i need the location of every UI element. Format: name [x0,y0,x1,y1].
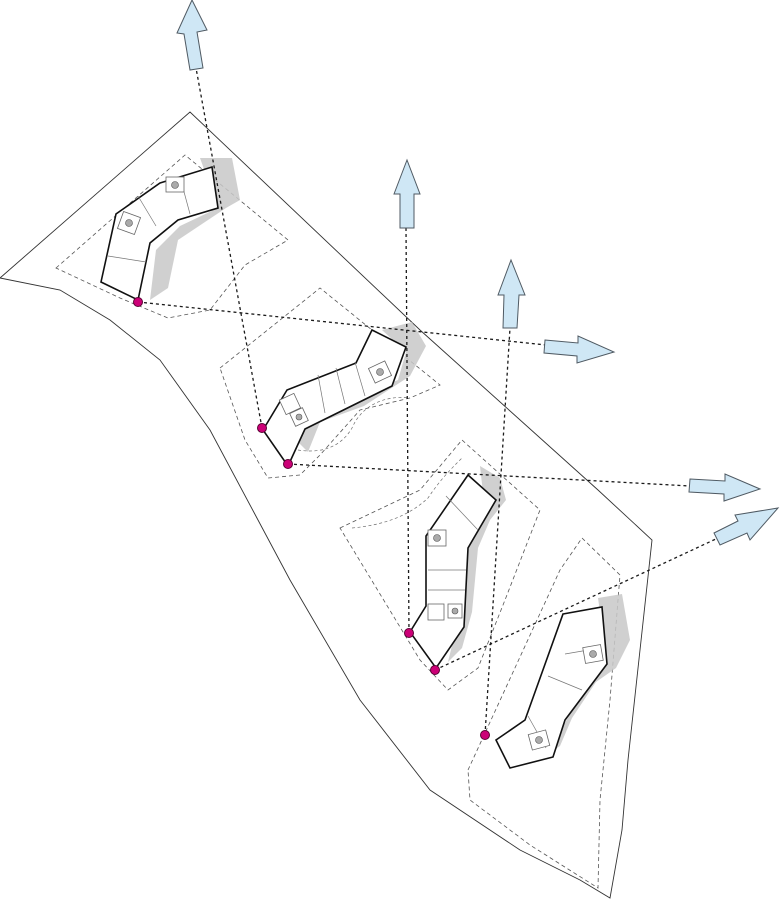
plot-zone-1 [55,154,289,319]
building-2 [262,328,407,468]
building-1-unit-divider [107,255,147,263]
building-4 [494,606,608,769]
view-direction-arrow-icon [393,158,421,229]
building-4-core-mark [589,650,597,658]
buildings [100,165,608,769]
building-1 [100,165,219,302]
view-axis [434,537,719,671]
building-3-core [427,603,445,621]
view-point-marker-icon [283,459,293,469]
building-1-core-mark [125,219,133,227]
building-2-core-mark [376,368,384,376]
building-4-unit-divider [547,675,583,691]
building-2-unit-divider [354,361,366,397]
internal-path-2 [351,457,463,529]
building-shadow-4 [546,594,630,756]
internal-path-1 [297,397,411,452]
view-axis [195,67,263,429]
site-boundary [0,111,653,899]
view-points [133,297,490,740]
building-2-core-mark [295,413,303,421]
plot-zone-4 [467,537,621,889]
building-shadow-1 [150,158,240,300]
building-4-core-mark [535,736,543,744]
view-point-marker-icon [404,628,414,638]
view-direction-arrow-icon [543,335,616,364]
view-point-marker-icon [257,423,267,433]
building-shadow-2 [296,322,426,452]
view-direction-arrow-icon [497,258,526,329]
building-2-unit-divider [335,367,346,405]
building-1-core-mark [171,181,179,189]
view-arrows [176,0,780,546]
building-3-outline [409,473,498,670]
building-3-unit-divider [445,495,479,531]
building-1-unit-divider [137,195,157,227]
building-2-unit-divider [317,374,326,414]
view-point-marker-icon [133,297,143,307]
building-3-core-mark [451,607,459,615]
internal-paths [297,397,463,529]
plot-zone-3 [339,439,541,691]
building-2-core [278,392,302,416]
view-direction-arrow-icon [713,507,780,546]
building-3-core-mark [433,534,441,542]
view-direction-arrow-icon [688,473,762,502]
view-axis [287,463,691,487]
view-point-marker-icon [430,665,440,675]
building-1-outline [100,165,219,302]
building-4-outline [494,606,608,769]
view-axes [137,67,719,736]
view-axis [137,301,547,346]
view-axis [405,227,410,634]
building-3 [409,473,498,670]
view-axis [484,327,511,736]
view-direction-arrow-icon [176,0,208,71]
view-point-marker-icon [480,730,490,740]
